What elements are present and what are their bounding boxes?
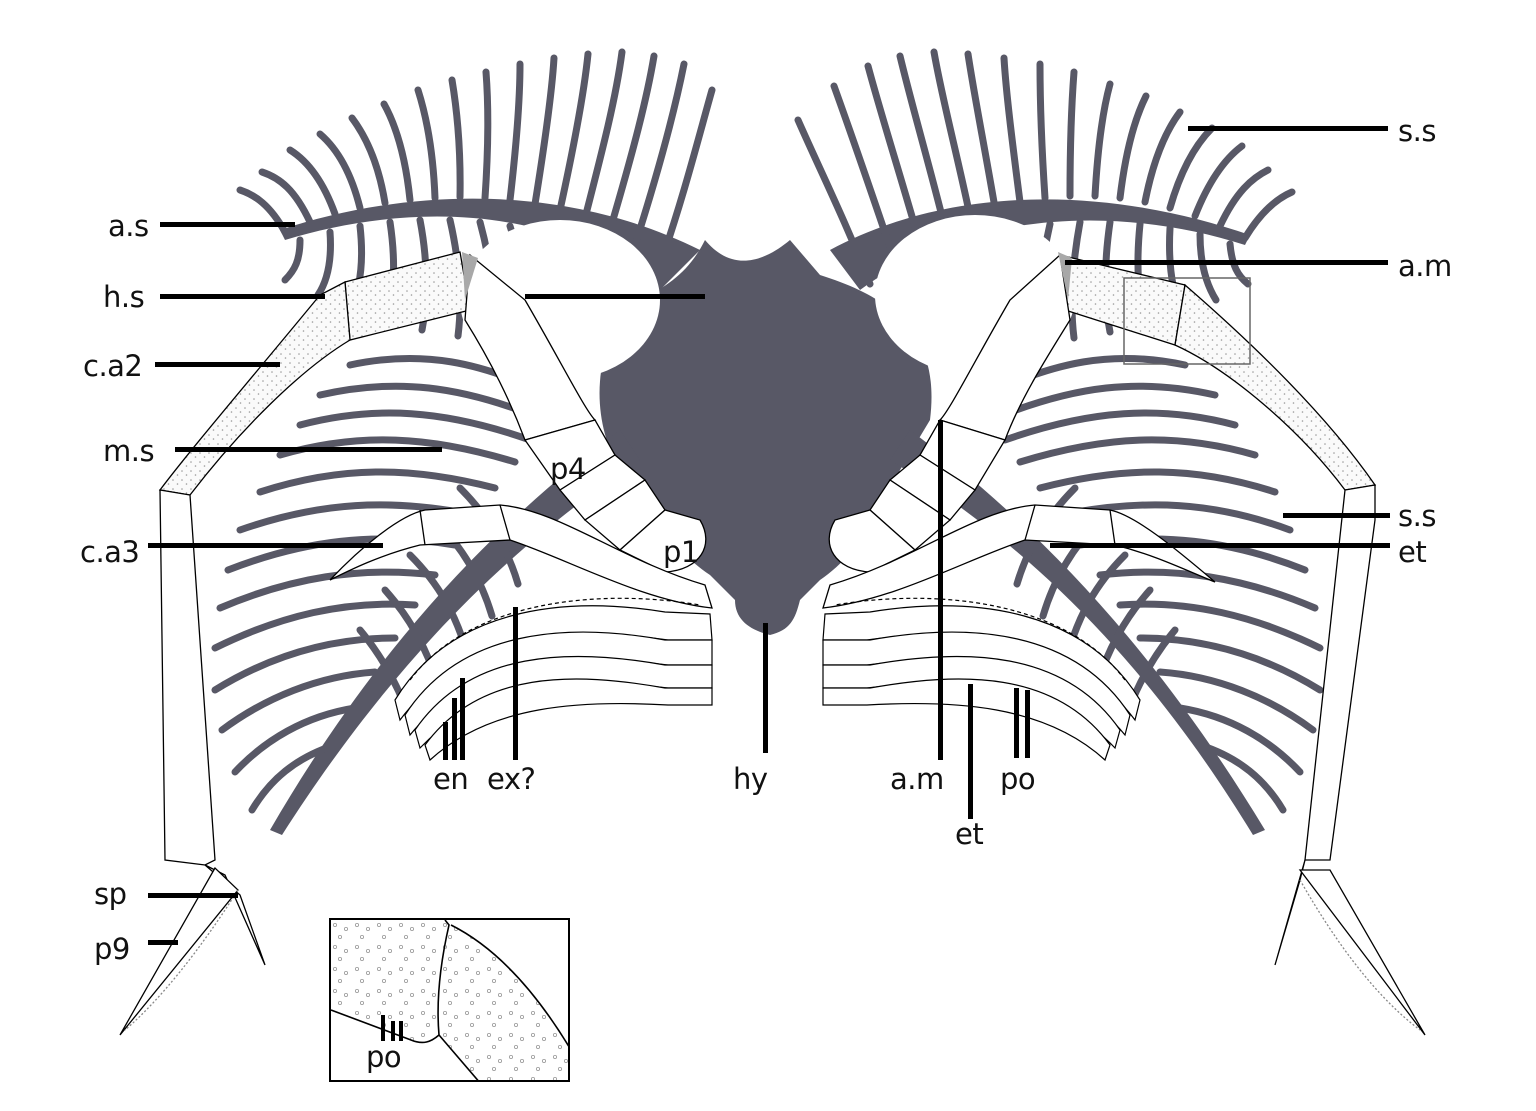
right-antenna (1059, 254, 1426, 1036)
label-ca2: c.a2 (83, 349, 143, 383)
leader-ca3 (148, 543, 383, 548)
leader-hy (763, 623, 768, 753)
leader-hs-extra (525, 294, 705, 299)
label-p9: p9 (94, 932, 130, 966)
label-p4: p4 (550, 452, 586, 486)
label-am-right: a.m (1398, 249, 1452, 283)
left-rami (394, 597, 713, 762)
inset-reference-box (1123, 277, 1251, 365)
leader-sp (148, 893, 238, 898)
setae-left-lower (211, 354, 564, 814)
leader-ca2 (155, 362, 280, 367)
label-sp: sp (94, 877, 127, 911)
label-as: a.s (108, 209, 149, 243)
leader-ex (513, 607, 518, 760)
leader-po-2 (1025, 690, 1030, 758)
label-po-inset: po (366, 1040, 402, 1074)
leader-as (160, 222, 295, 227)
label-ss-top: s.s (1398, 114, 1436, 148)
leader-et-bottom (968, 684, 973, 819)
label-hs: h.s (103, 280, 145, 314)
left-antenna (119, 251, 471, 1036)
label-am-bottom: a.m (890, 762, 944, 796)
leader-ss-right (1283, 513, 1390, 518)
label-p1: p1 (663, 535, 699, 569)
label-ms: m.s (103, 434, 155, 468)
leader-hs (160, 294, 325, 299)
leader-am-bottom (938, 420, 943, 760)
leader-ss-top (1188, 126, 1388, 131)
label-po-bottom: po (1000, 762, 1036, 796)
label-ca3: c.a3 (80, 535, 140, 569)
label-et-right: et (1398, 535, 1427, 569)
inset-panel (329, 918, 570, 1082)
leader-en-1 (443, 722, 448, 760)
label-ss-right: s.s (1398, 499, 1436, 533)
label-et-bottom: et (955, 817, 984, 851)
left-limb (329, 252, 713, 609)
label-ex: ex? (487, 762, 536, 796)
leader-p9 (148, 940, 178, 945)
leader-ms (175, 447, 442, 452)
leader-po-1 (1014, 688, 1019, 758)
leader-en-3 (460, 678, 465, 760)
right-rami (822, 597, 1141, 762)
label-en: en (433, 762, 469, 796)
label-hy: hy (733, 762, 768, 796)
leader-am-right (1065, 260, 1388, 265)
leader-en-2 (452, 698, 457, 760)
inset-drawing (331, 920, 568, 1080)
leader-et-right (1050, 543, 1390, 548)
